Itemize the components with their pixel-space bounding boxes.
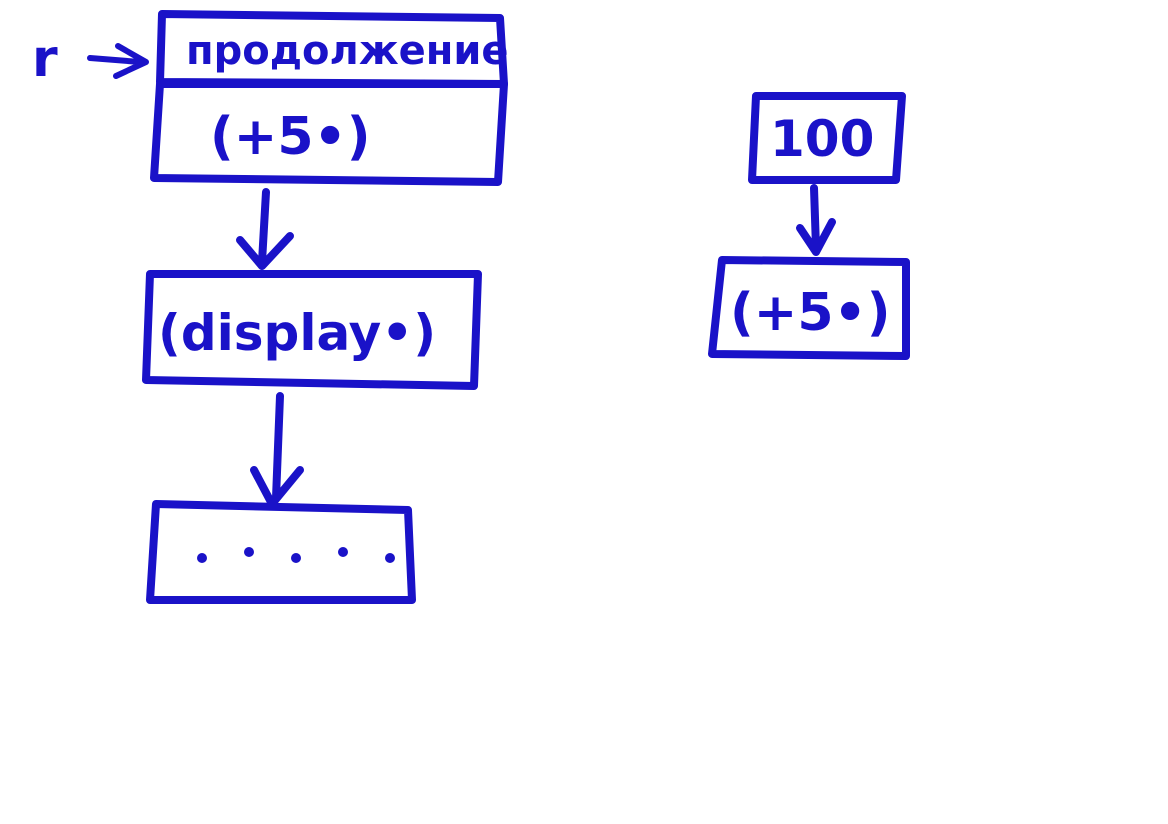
- pointer-label: r: [32, 29, 58, 89]
- arrow-display-to-continuation: [250, 392, 304, 508]
- value-box: [748, 92, 906, 184]
- ellipsis-box: [146, 500, 416, 604]
- arrow-head-to-display: [236, 188, 294, 270]
- head-body-box: [150, 80, 508, 186]
- arrow-value-to-continuation: [796, 184, 836, 256]
- ellipsis-dot: [244, 547, 254, 557]
- head-body-text: (+5•): [210, 107, 371, 167]
- ellipsis-dots: [197, 547, 395, 563]
- head-title-text: продолжение: [186, 28, 509, 74]
- pointer-arrow: [87, 43, 149, 79]
- ellipsis-dot: [338, 547, 348, 557]
- value-box-text: 100: [770, 110, 874, 168]
- display-box-text: (display•): [158, 304, 436, 362]
- display-box: [142, 270, 482, 390]
- right-continuation-box: [708, 256, 910, 360]
- ellipsis-dot: [385, 553, 395, 563]
- ellipsis-dot: [197, 553, 207, 563]
- ellipsis-dot: [291, 553, 301, 563]
- right-continuation-text: (+5•): [730, 283, 891, 343]
